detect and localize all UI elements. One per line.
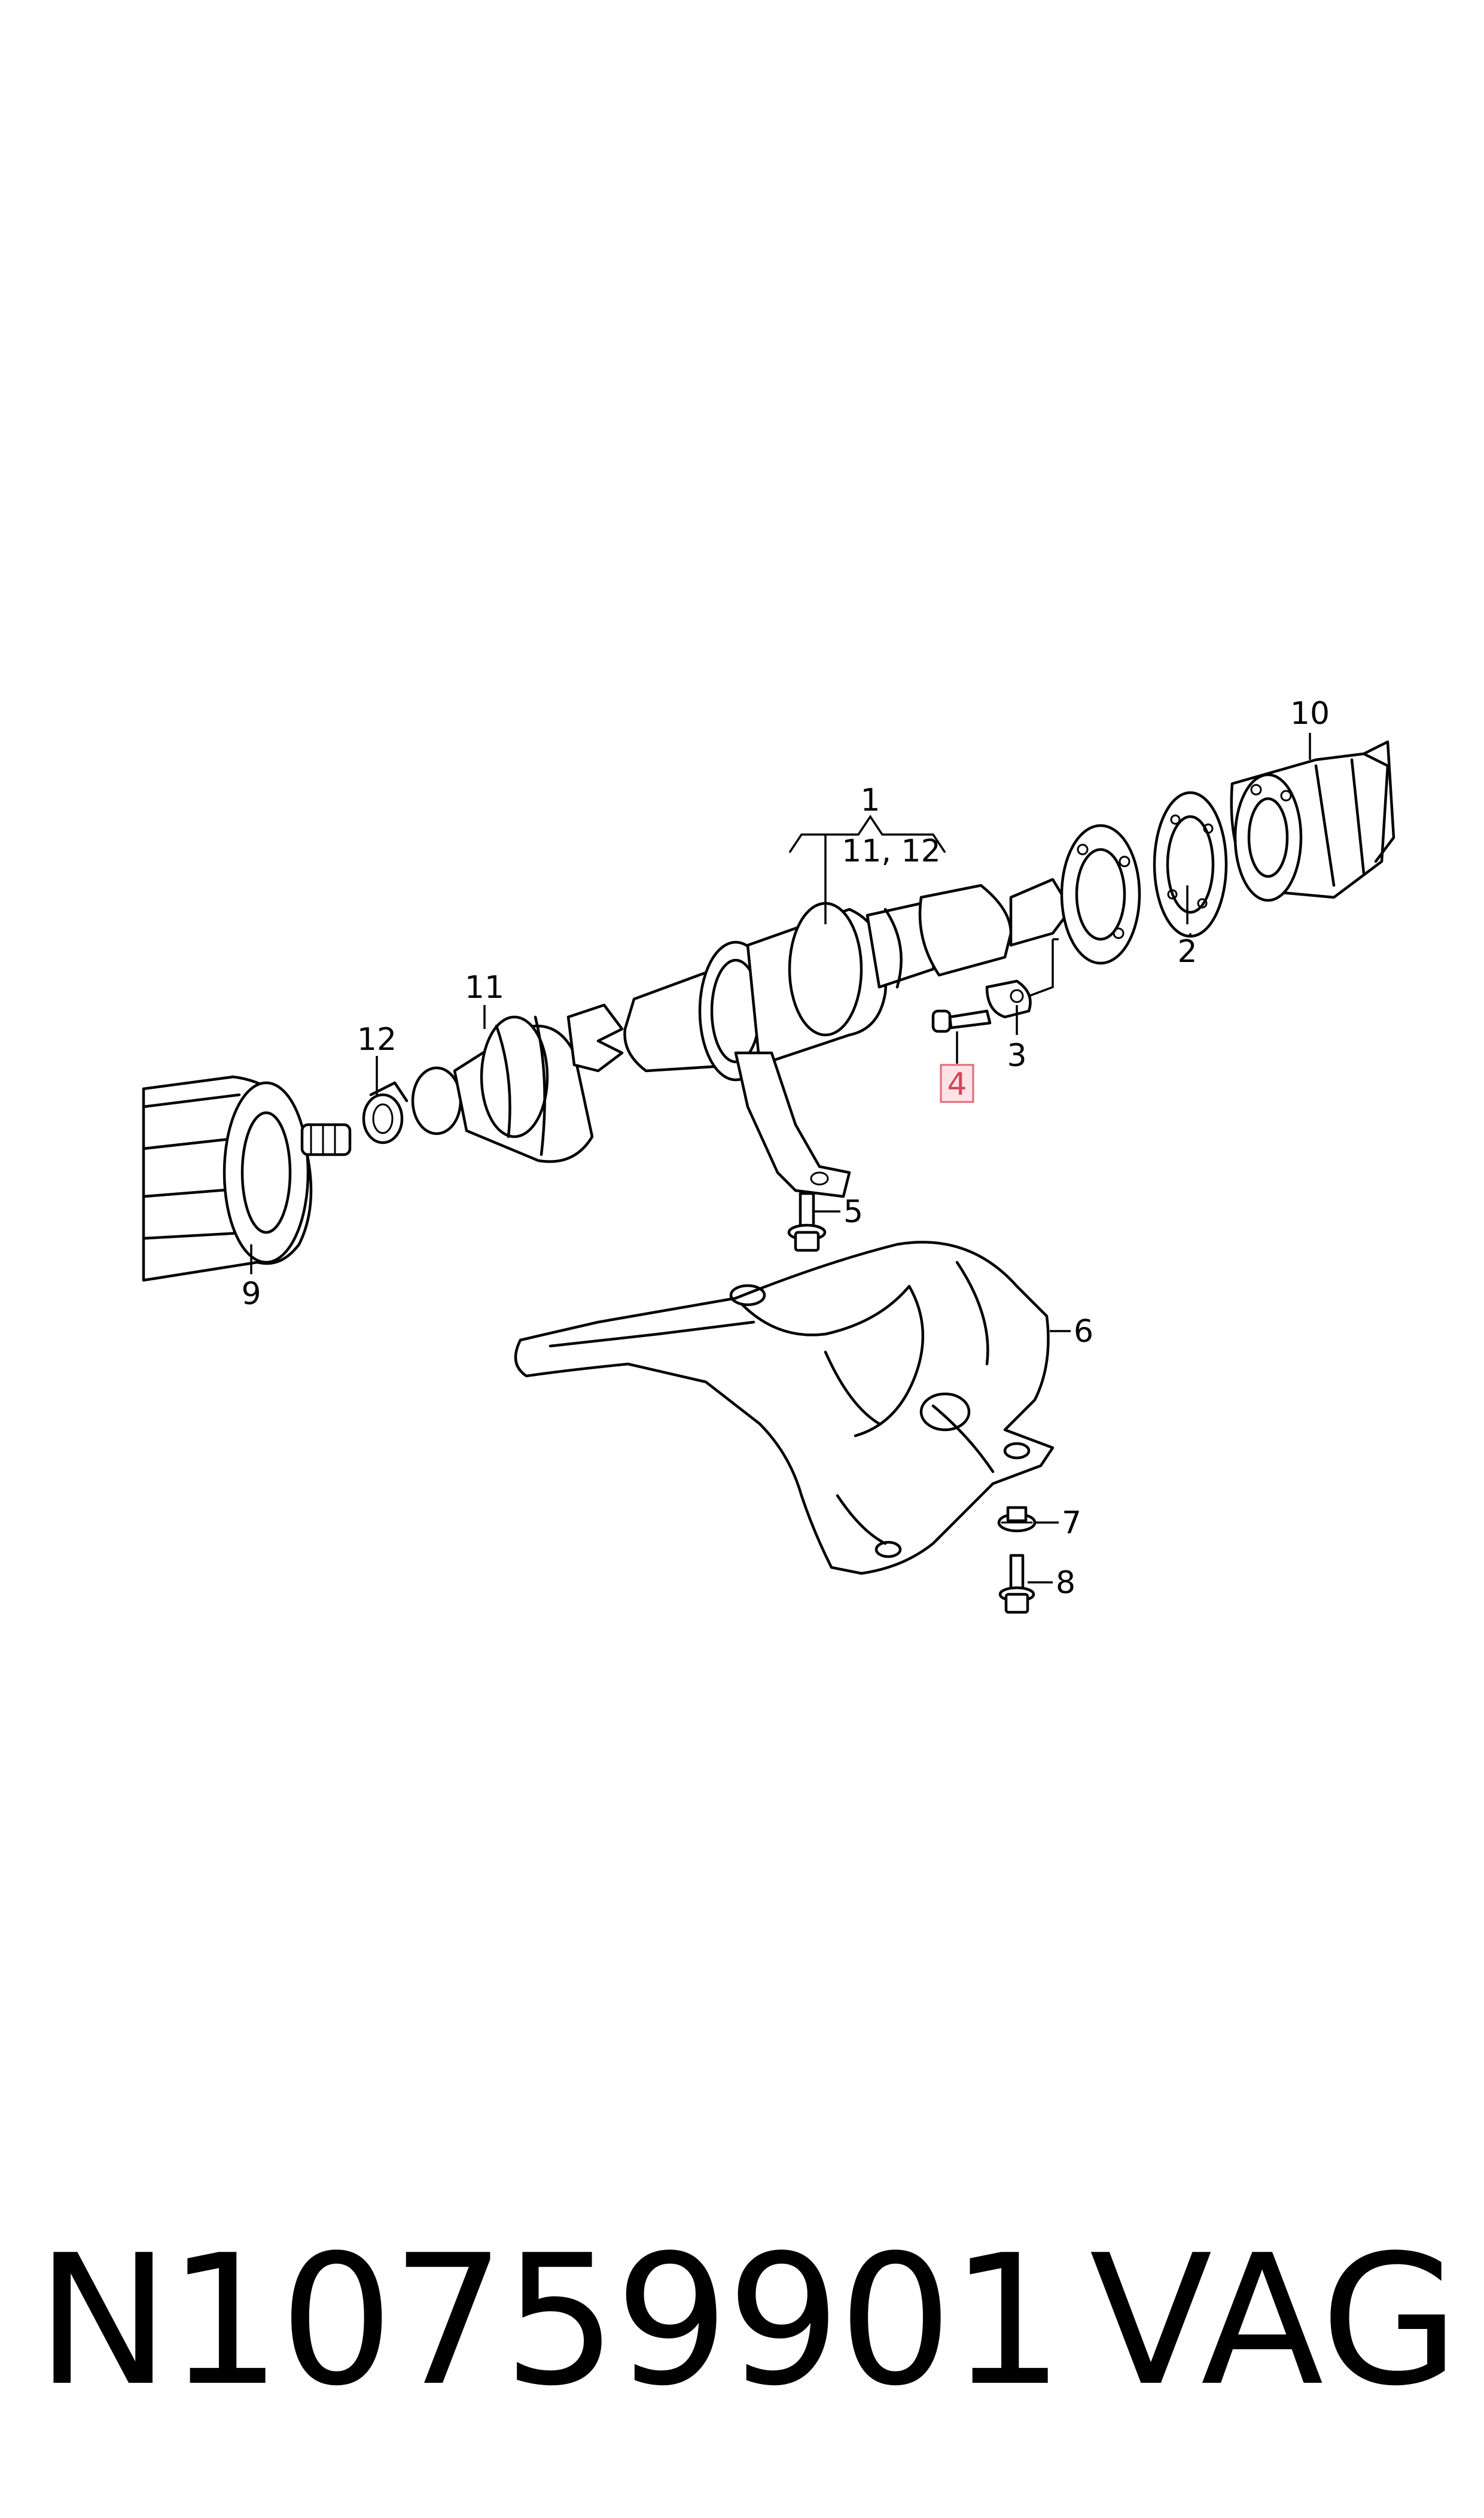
- callout-4[interactable]: 4: [947, 1067, 967, 1103]
- callout-6[interactable]: 6: [1074, 1314, 1093, 1350]
- part-6-heat-shield: [514, 1241, 1055, 1575]
- exploded-parts-diagram: 1 11, 12 2 3 4 5 6 7 8 9 10 11 12: [142, 696, 1395, 1614]
- part-5-flange-bolt: [787, 1192, 827, 1252]
- callout-3[interactable]: 3: [1007, 1038, 1026, 1074]
- callout-11[interactable]: 11: [465, 970, 504, 1006]
- leader-lines: [250, 733, 1311, 1584]
- part-11-cv-joint-right: [918, 824, 1141, 977]
- brand-name: VAG: [1089, 2216, 1459, 2425]
- callout-1[interactable]: 1: [860, 783, 880, 818]
- callout-5[interactable]: 5: [843, 1194, 863, 1230]
- part-8-screw: [998, 1554, 1035, 1614]
- callout-2[interactable]: 2: [1177, 934, 1197, 970]
- part-10-final-drive-housing: [1230, 740, 1395, 902]
- callout-10[interactable]: 10: [1290, 696, 1330, 732]
- callout-8[interactable]: 8: [1056, 1565, 1075, 1601]
- callout-1-sub[interactable]: 11, 12: [842, 833, 940, 869]
- part-4-socket-bolt: [931, 1009, 992, 1033]
- part-7-serrated-washer: [997, 1506, 1037, 1533]
- callout-4-highlight-box: [940, 1064, 974, 1103]
- part-2-gasket: [1153, 791, 1228, 938]
- part-3-retaining-plate: [985, 979, 1032, 1019]
- part-9-transmission-housing: [142, 1075, 352, 1282]
- part-number: N10759901: [36, 2216, 1064, 2425]
- part-12-clamp: [362, 1081, 409, 1144]
- callout-12[interactable]: 12: [357, 1022, 397, 1058]
- callout-7[interactable]: 7: [1062, 1505, 1081, 1541]
- part-1-propshaft-centre: [623, 902, 936, 1198]
- footer: N10759901 VAG: [36, 2213, 1459, 2429]
- callout-9[interactable]: 9: [241, 1276, 261, 1312]
- part-11-cv-joint-left: [411, 1003, 624, 1163]
